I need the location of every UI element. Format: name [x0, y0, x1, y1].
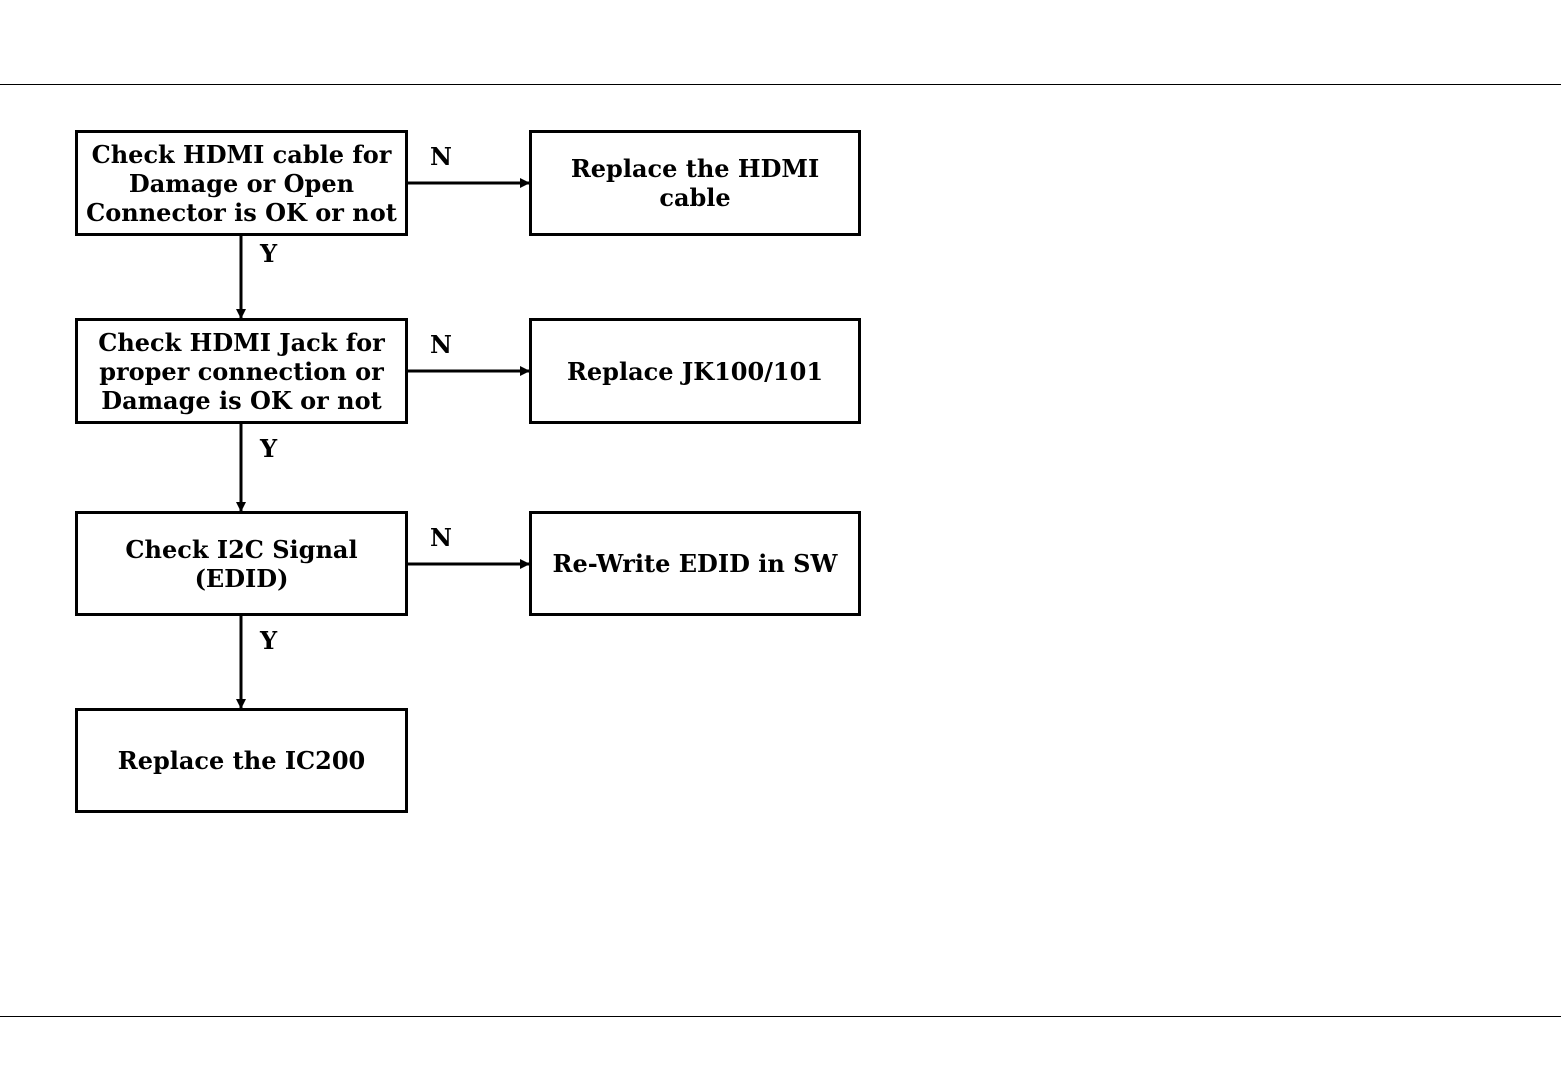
no-label-1: N	[430, 145, 452, 169]
rewrite-edid-box: Re-Write EDID in SW	[529, 511, 861, 616]
check-hdmi-cable-box: Check HDMI cable for Damage or Open Conn…	[75, 130, 408, 236]
yes-label-3: Y	[260, 629, 277, 653]
check-i2c-signal-box: Check I2C Signal (EDID)	[75, 511, 408, 616]
replace-jack-box: Replace JK100/101	[529, 318, 861, 424]
check-hdmi-jack-box: Check HDMI Jack for proper connection or…	[75, 318, 408, 424]
yes-label-1: Y	[260, 242, 277, 266]
no-label-2: N	[430, 333, 452, 357]
replace-ic200-box: Replace the IC200	[75, 708, 408, 813]
replace-hdmi-cable-box: Replace the HDMI cable	[529, 130, 861, 236]
no-label-3: N	[430, 526, 452, 550]
yes-label-2: Y	[260, 437, 277, 461]
